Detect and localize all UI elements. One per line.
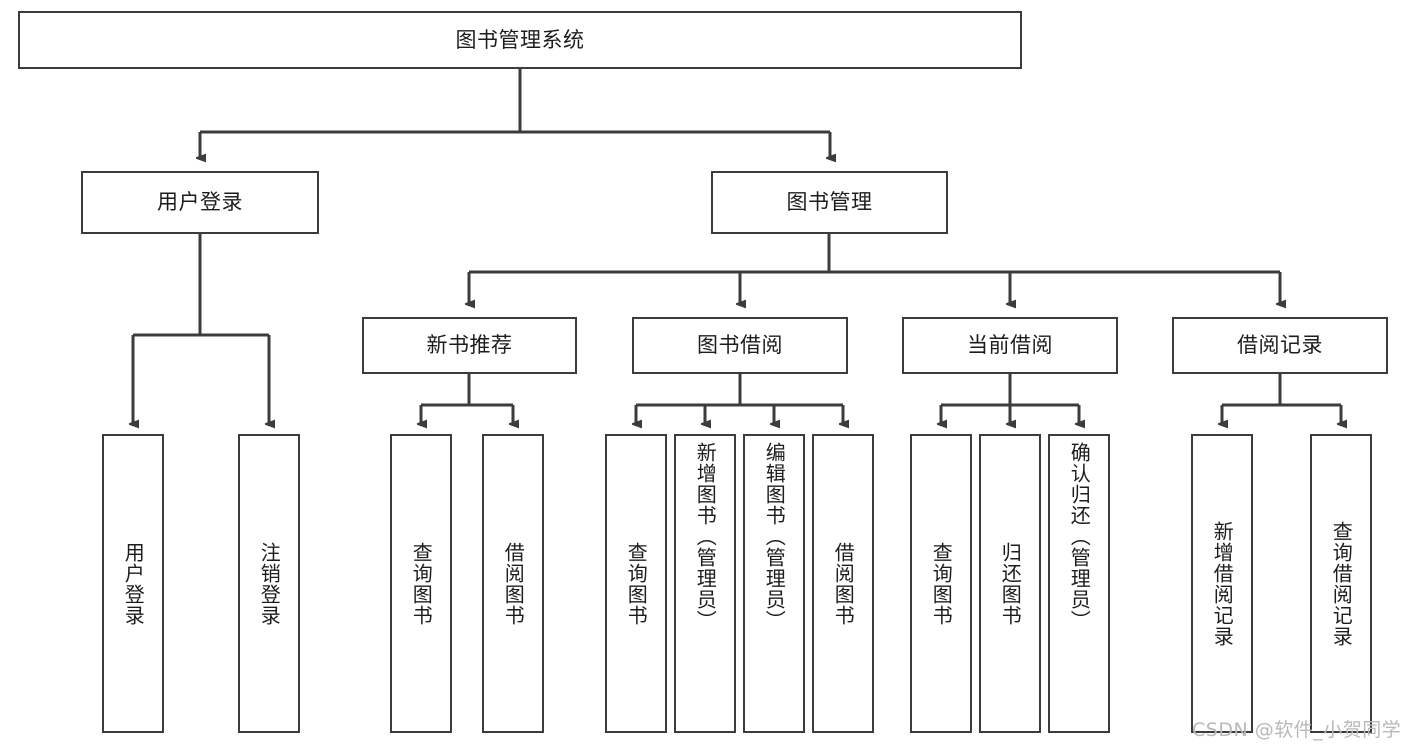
leaf-current-borrow-return[interactable]: 归还图书 xyxy=(979,434,1041,733)
node-label: 确认归还（管理员） xyxy=(1067,442,1092,631)
node-root-system[interactable]: 图书管理系统 xyxy=(18,11,1022,69)
leaf-new-book-query[interactable]: 查询图书 xyxy=(390,434,452,733)
node-label: 用户登录 xyxy=(157,190,243,215)
leaf-book-borrow-add[interactable]: 新增图书（管理员） xyxy=(674,434,736,733)
node-label: 当前借阅 xyxy=(967,333,1053,358)
node-label: 新书推荐 xyxy=(426,333,513,358)
node-label: 借阅图书 xyxy=(501,541,526,626)
node-label: 查询图书 xyxy=(929,541,954,626)
node-borrow-record[interactable]: 借阅记录 xyxy=(1172,317,1388,374)
node-label: 用户登录 xyxy=(121,541,146,626)
leaf-borrow-record-add[interactable]: 新增借阅记录 xyxy=(1191,434,1253,733)
node-label: 新增借阅记录 xyxy=(1210,520,1235,647)
leaf-book-borrow-borrow[interactable]: 借阅图书 xyxy=(812,434,874,733)
leaf-book-borrow-edit[interactable]: 编辑图书（管理员） xyxy=(743,434,805,733)
node-label: 编辑图书（管理员） xyxy=(762,442,787,631)
node-current-borrow[interactable]: 当前借阅 xyxy=(902,317,1118,374)
node-label: 图书管理系统 xyxy=(455,27,585,52)
node-label: 注销登录 xyxy=(257,541,282,626)
leaf-new-book-borrow[interactable]: 借阅图书 xyxy=(482,434,544,733)
watermark-text: CSDN @软件_小贺同学 xyxy=(1192,719,1402,741)
node-user-login[interactable]: 用户登录 xyxy=(81,171,319,234)
node-label: 借阅记录 xyxy=(1237,333,1323,358)
leaf-borrow-record-query[interactable]: 查询借阅记录 xyxy=(1310,434,1372,733)
node-label: 查询图书 xyxy=(409,541,434,626)
leaf-user-login-login[interactable]: 用户登录 xyxy=(102,434,164,733)
node-label: 查询借阅记录 xyxy=(1329,520,1354,647)
node-label: 查询图书 xyxy=(624,541,649,626)
node-book-management[interactable]: 图书管理 xyxy=(711,171,948,234)
node-label: 借阅图书 xyxy=(831,541,856,626)
node-label: 图书管理 xyxy=(786,190,873,215)
leaf-current-borrow-confirm-return[interactable]: 确认归还（管理员） xyxy=(1048,434,1110,733)
leaf-current-borrow-query[interactable]: 查询图书 xyxy=(910,434,972,733)
node-new-book-recommend[interactable]: 新书推荐 xyxy=(362,317,577,374)
leaf-user-login-logout[interactable]: 注销登录 xyxy=(238,434,300,733)
node-book-borrow[interactable]: 图书借阅 xyxy=(632,317,848,374)
leaf-book-borrow-query[interactable]: 查询图书 xyxy=(605,434,667,733)
node-label: 归还图书 xyxy=(998,541,1023,626)
node-label: 图书借阅 xyxy=(697,333,783,358)
node-label: 新增图书（管理员） xyxy=(693,442,718,631)
